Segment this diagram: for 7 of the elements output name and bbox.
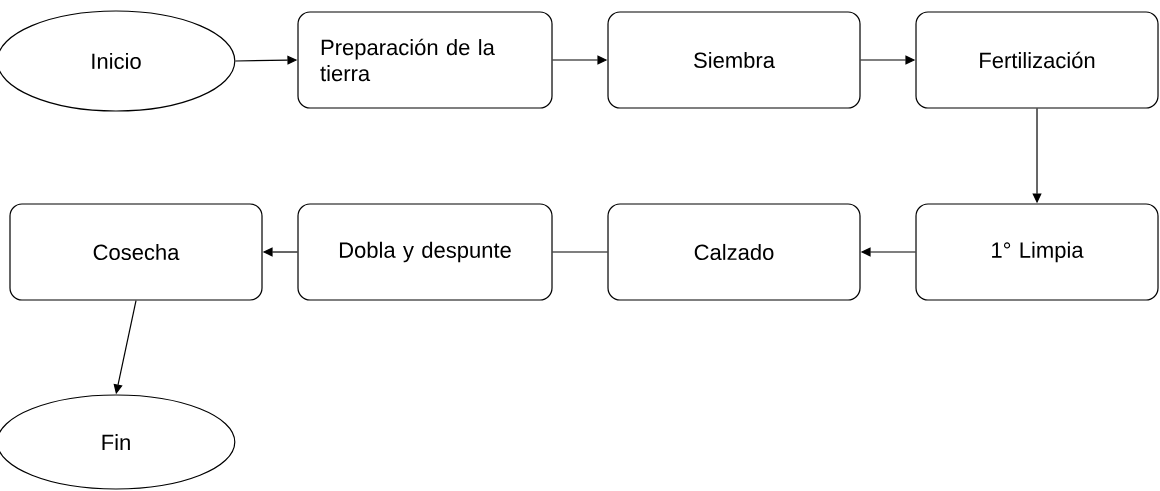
process-box: Cosecha	[9, 203, 263, 301]
process-box: 1° Limpia	[915, 203, 1159, 301]
process-box: Dobla y despunte	[297, 203, 553, 301]
process-box: Calzado	[607, 203, 861, 301]
process-box: Fertilización	[915, 11, 1159, 109]
process-box: Siembra	[607, 11, 861, 109]
process-box: Preparación de la tierra	[297, 11, 553, 109]
